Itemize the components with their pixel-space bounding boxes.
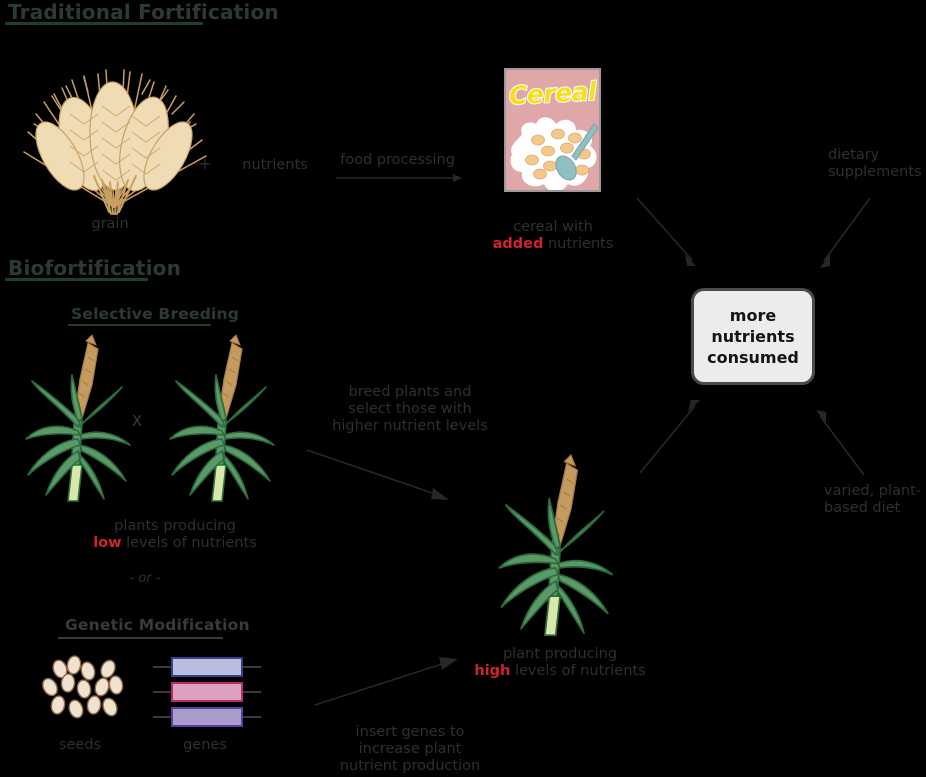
center-box-line2: nutrients: [711, 327, 795, 346]
arrow-insert-genes: [314, 657, 458, 706]
arrow-varied-diet-to-center: [816, 410, 865, 476]
seeds-illustration: [42, 655, 124, 719]
plants-low-rest: levels of nutrients: [121, 535, 257, 551]
label-plants-producing-low-nutrients: plants producing low levels of nutrients: [75, 518, 275, 552]
gene-tick-right-0: [243, 666, 261, 668]
dietary-line1: dietary: [828, 147, 880, 163]
heading-traditional-fortification: Traditional Fortification: [8, 0, 279, 24]
insert-line2: increase plant: [358, 741, 462, 757]
plant-high-rest: levels of nutrients: [510, 663, 646, 679]
dietary-line2: supplements: [828, 164, 922, 180]
arrow-breed-plants: [306, 449, 449, 500]
corn-plant-low-right: [169, 334, 275, 502]
label-food-processing: food processing: [340, 152, 455, 168]
label-genes: genes: [183, 737, 227, 753]
more-nutrients-consumed-box: more nutrients consumed: [691, 288, 815, 385]
cereal-label-line1: cereal with: [513, 219, 593, 235]
genes-illustration: [153, 657, 261, 727]
label-breed-plants-instruction: breed plants and select those with highe…: [330, 384, 490, 435]
arrow-supplements-to-center: [820, 197, 871, 268]
corn-plant-low-left: [25, 334, 131, 502]
heading-traditional-rule: [5, 22, 203, 25]
varied-line2: based diet: [824, 500, 901, 516]
plant-high-accent: high: [474, 663, 511, 679]
heading-biofortification-rule: [5, 278, 148, 281]
label-dietary-supplements: dietary supplements: [828, 147, 926, 181]
gene-row-2: [153, 707, 261, 727]
cereal-label-accent: added: [492, 236, 544, 252]
gene-row-1: [153, 682, 261, 702]
breed-line1: breed plants and: [348, 384, 472, 400]
plants-low-line1: plants producing: [114, 518, 236, 534]
grain-bundle-illustration: [23, 69, 207, 215]
label-cereal-with-added-nutrients: cereal with added nutrients: [478, 219, 628, 253]
heading-genetic-modification: Genetic Modification: [65, 616, 250, 634]
gene-tick-left-1: [153, 691, 171, 693]
gene-tick-left-2: [153, 716, 171, 718]
center-box-line3: consumed: [707, 348, 799, 367]
gene-tick-left-0: [153, 666, 171, 668]
heading-selective-breeding-rule: [68, 324, 211, 326]
label-plant-producing-high-nutrients: plant producing high levels of nutrients: [460, 646, 660, 680]
gene-bar-pink: [171, 682, 243, 702]
insert-line3: nutrient production: [339, 758, 481, 774]
breed-line3: higher nutrient levels: [332, 418, 488, 434]
heading-genetic-modification-rule: [58, 637, 223, 639]
arrow-food-processing: [336, 174, 462, 182]
gene-bar-purple: [171, 707, 243, 727]
breed-line2: select those with: [348, 401, 472, 417]
label-plus-sign: +: [198, 154, 212, 173]
corn-plant-high-nutrient: [498, 454, 614, 637]
cereal-label-rest: nutrients: [543, 236, 614, 252]
plant-high-line1: plant producing: [502, 646, 618, 662]
gene-tick-right-1: [243, 691, 261, 693]
label-cross-symbol: X: [131, 412, 143, 430]
gene-row-0: [153, 657, 261, 677]
label-grain: grain: [91, 216, 129, 232]
gene-bar-blue: [171, 657, 243, 677]
center-box-line1: more: [729, 306, 777, 325]
cereal-box-title: Cereal: [507, 76, 597, 112]
heading-selective-breeding: Selective Breeding: [71, 305, 240, 323]
heading-biofortification: Biofortification: [8, 256, 182, 280]
label-seeds: seeds: [58, 737, 102, 753]
arrow-high-plant-to-center: [639, 400, 700, 474]
gene-tick-right-2: [243, 716, 261, 718]
label-nutrients: nutrients: [242, 157, 308, 173]
label-varied-plant-based-diet: varied, plant- based diet: [824, 483, 926, 517]
cereal-box-illustration: Cereal: [504, 68, 601, 192]
label-or-divider: - or -: [129, 571, 161, 586]
varied-line1: varied, plant-: [824, 483, 922, 499]
label-insert-genes-instruction: insert genes to increase plant nutrient …: [330, 724, 490, 775]
plants-low-accent: low: [93, 535, 122, 551]
arrow-cereal-to-center: [636, 197, 696, 266]
insert-line1: insert genes to: [355, 724, 465, 740]
